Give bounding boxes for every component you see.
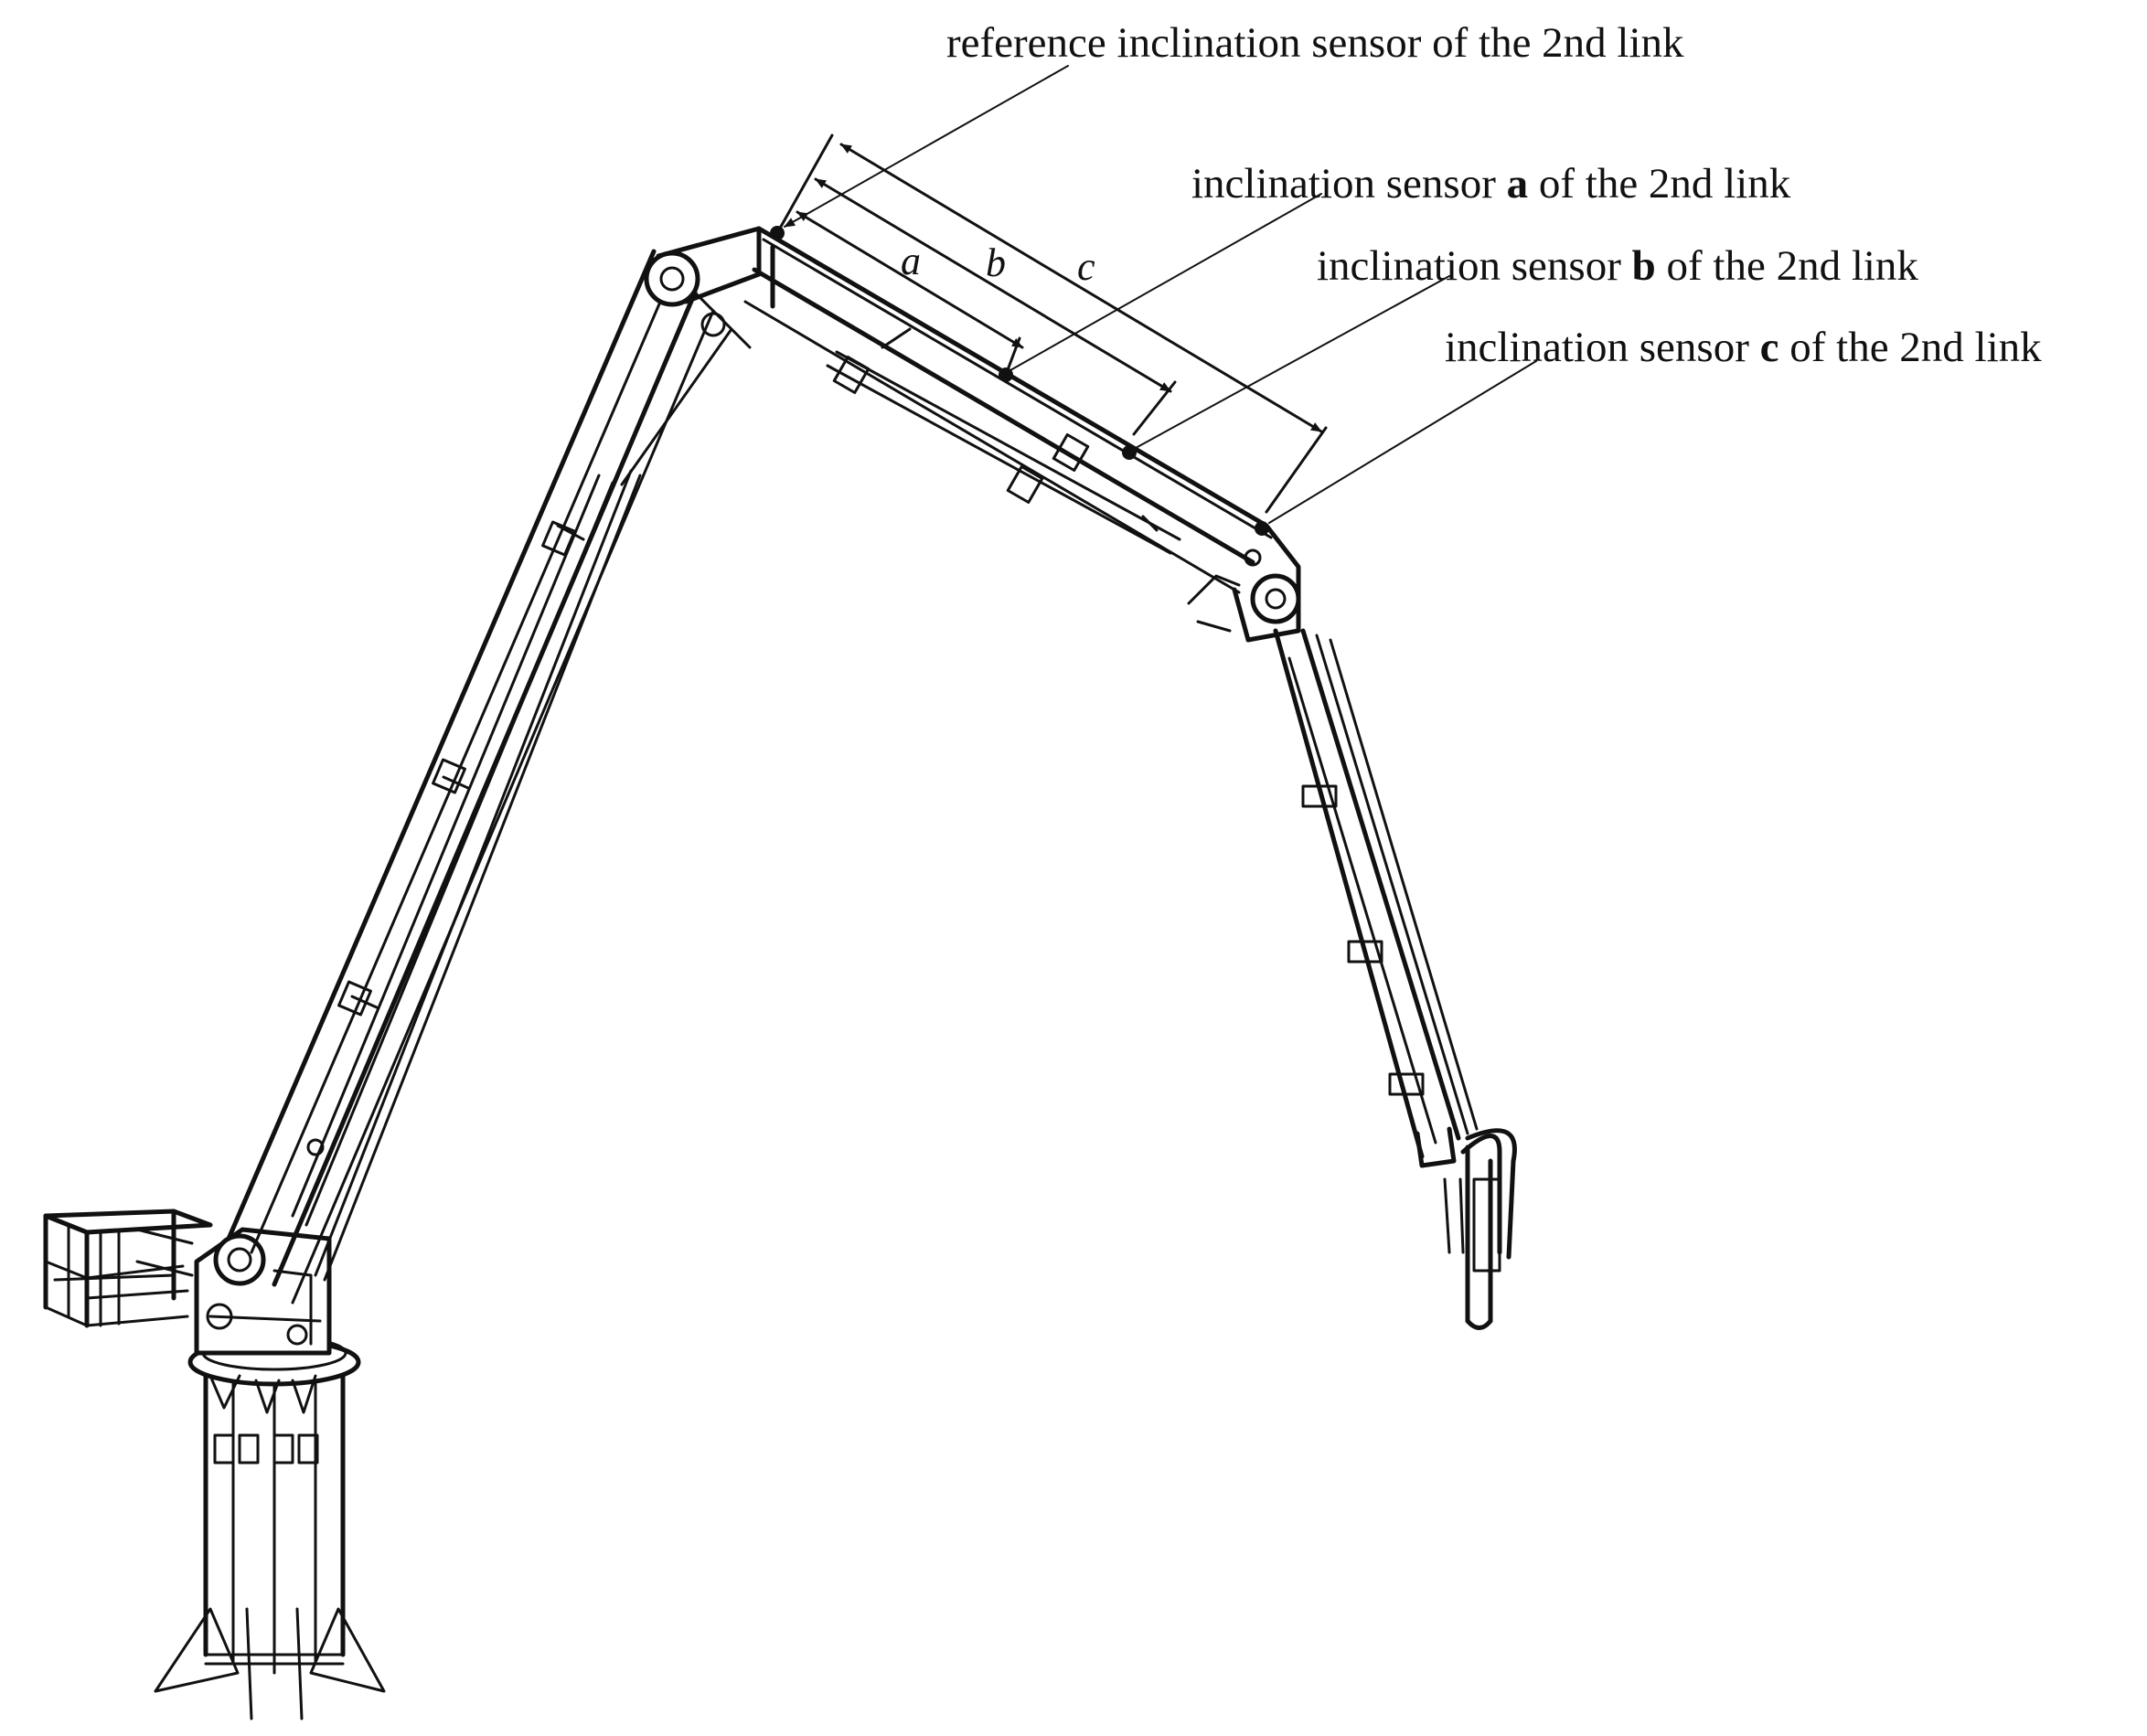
- reference-sensor-label: reference inclination sensor of the 2nd …: [946, 19, 1684, 67]
- dimension-a-label: a: [901, 239, 921, 283]
- sensor-c-dot: [1255, 521, 1269, 536]
- turret: [194, 1227, 332, 1356]
- knuckle-joint-2: [1187, 523, 1301, 643]
- dimension-b-line: [814, 177, 1172, 393]
- sensor-b-label: inclination sensor b of the 2nd link: [1317, 242, 1918, 290]
- third-boom: [1273, 628, 1479, 1159]
- second-boom: [743, 226, 1273, 594]
- dimension-lines: [775, 133, 1328, 514]
- sensor-b-leader: [1135, 275, 1450, 449]
- sensor-a-label: inclination sensor a of the 2nd link: [1191, 160, 1791, 208]
- pedestal-column: [154, 1335, 386, 1720]
- sensor-c-leader: [1268, 360, 1537, 524]
- dimension-b-label: b: [986, 240, 1006, 285]
- sensor-b-dot: [1122, 445, 1137, 460]
- dimension-c-line: [839, 143, 1323, 433]
- flange-bolts: [213, 1433, 319, 1464]
- knuckle-joint-1: [620, 226, 762, 486]
- leader-lines: [784, 65, 1537, 524]
- end-hose: [1415, 1126, 1517, 1330]
- platform-basket: [43, 1209, 213, 1328]
- first-boom: [226, 249, 715, 1305]
- sensor-c-label: inclination sensor c of the 2nd link: [1445, 324, 2042, 371]
- sensor-a-leader: [1009, 193, 1322, 371]
- reference-leader: [784, 65, 1069, 228]
- dimension-c-label: c: [1077, 244, 1095, 289]
